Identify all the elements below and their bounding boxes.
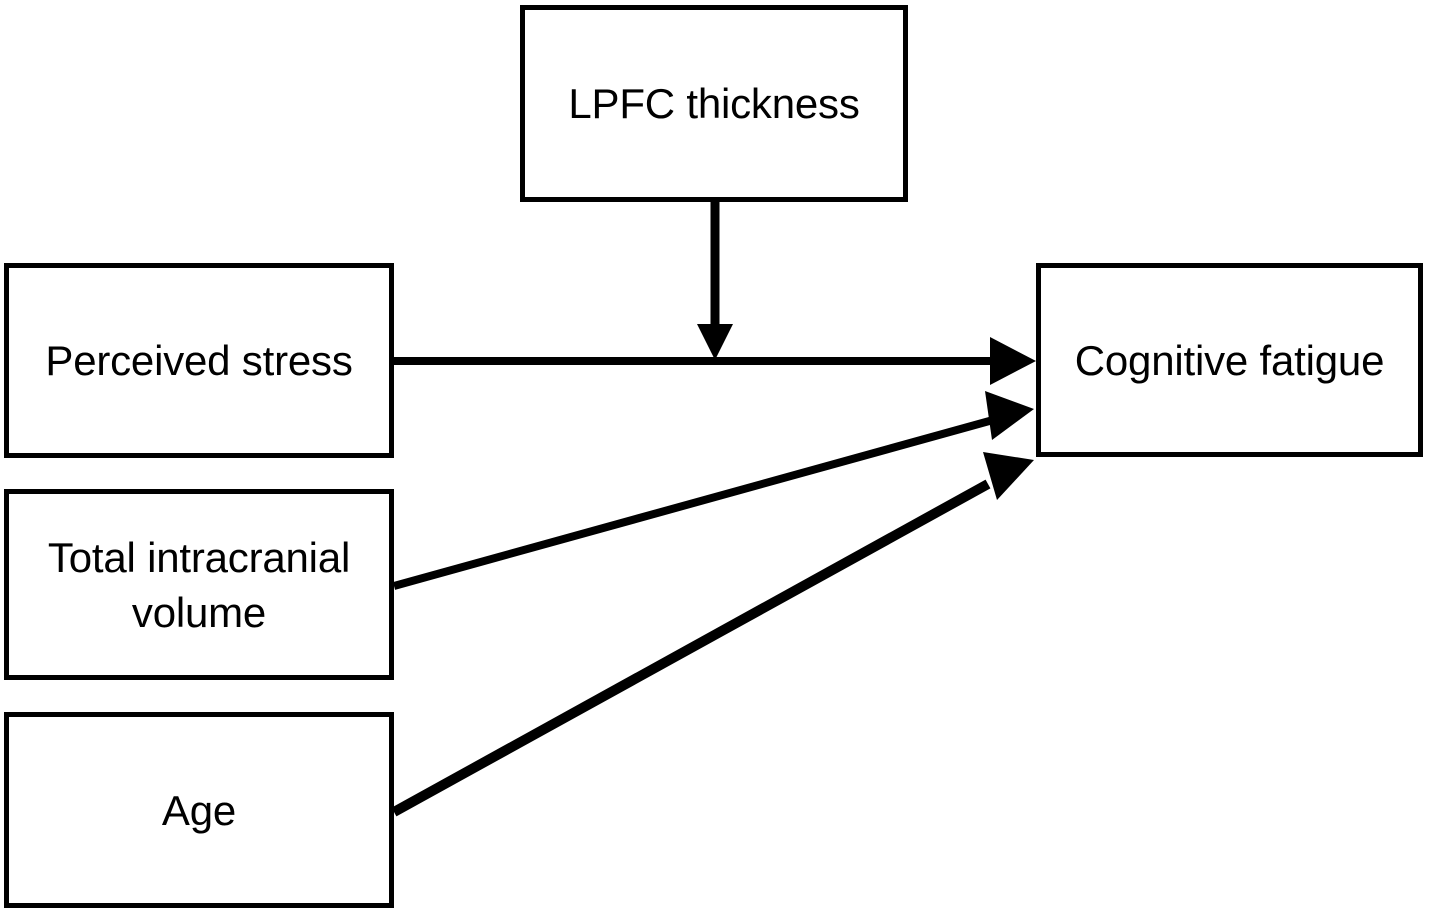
node-cognitive-fatigue[interactable]: Cognitive fatigue bbox=[1036, 263, 1423, 457]
node-perceived-stress-label: Perceived stress bbox=[45, 337, 353, 384]
node-age-label: Age bbox=[161, 786, 237, 834]
edge-tiv-fatigue bbox=[392, 391, 1034, 590]
node-perceived-stress[interactable]: Perceived stress bbox=[4, 263, 394, 458]
node-cognitive-fatigue-label: Cognitive fatigue bbox=[1074, 336, 1385, 384]
edge-age-fatigue bbox=[391, 452, 1034, 817]
node-lpfc-thickness-label: LPFC thickness bbox=[568, 80, 860, 127]
node-age[interactable]: Age bbox=[4, 712, 394, 908]
edge-stress-fatigue bbox=[394, 337, 1036, 385]
edge-lpfc-to-path bbox=[697, 201, 733, 360]
node-total-intracranial-volume[interactable]: Total intracranial volume bbox=[4, 489, 394, 680]
node-lpfc-thickness[interactable]: LPFC thickness bbox=[520, 5, 908, 202]
node-total-intracranial-volume-label: Total intracranial volume bbox=[47, 533, 351, 636]
